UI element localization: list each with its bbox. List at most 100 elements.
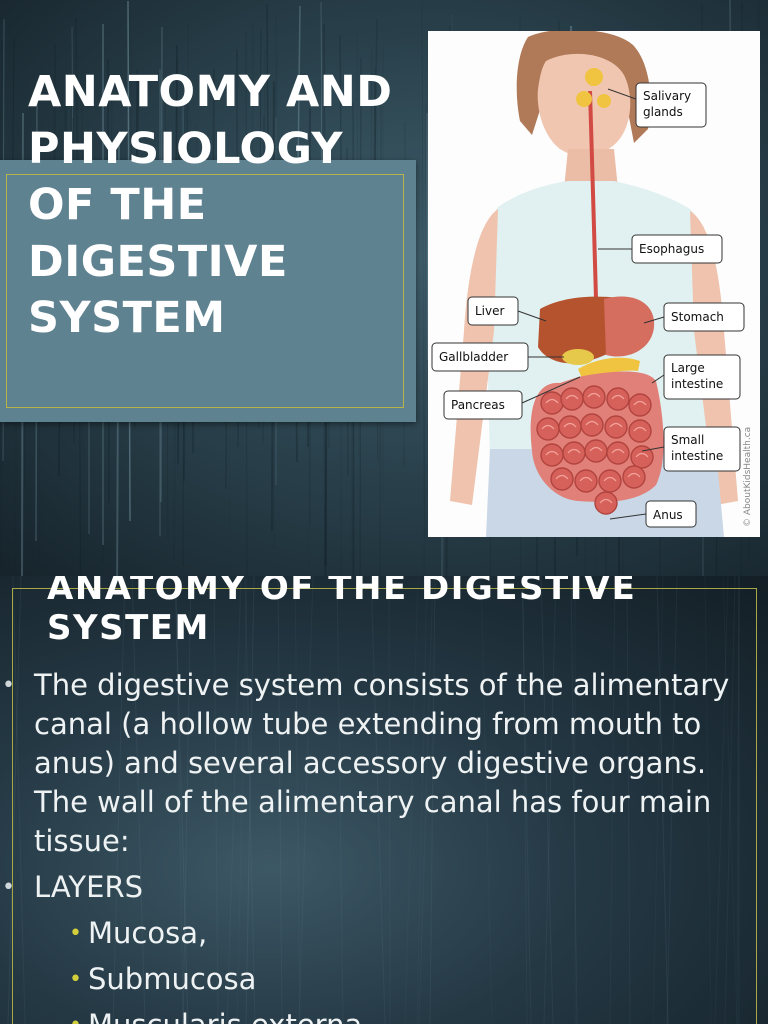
texture-line bbox=[626, 576, 631, 1024]
texture-line bbox=[226, 576, 242, 1024]
texture-line bbox=[704, 576, 712, 1024]
slide-title: ANATOMY AND PHYSIOLOGY OF THE DIGESTIVE … bbox=[28, 67, 393, 343]
texture-line bbox=[570, 576, 578, 1024]
intestine-coil bbox=[582, 385, 606, 409]
texture-line bbox=[404, 576, 419, 1024]
intestine-coil bbox=[574, 469, 598, 493]
texture-line bbox=[277, 576, 283, 1024]
texture-line bbox=[12, 576, 26, 1024]
salivary-glands-label-box bbox=[635, 82, 707, 128]
intestine-highlight bbox=[579, 476, 593, 482]
salivary-glands-pointer bbox=[607, 88, 637, 100]
intestine-highlight bbox=[585, 420, 599, 426]
bullet-marker: • bbox=[69, 967, 82, 992]
intestine-highlight bbox=[633, 426, 647, 432]
texture-line bbox=[236, 576, 248, 1024]
intestine-coil bbox=[598, 469, 622, 493]
intestine-coil bbox=[628, 419, 652, 443]
intestine-coil bbox=[622, 465, 646, 489]
sub-bullet-text: Mucosa, bbox=[88, 916, 208, 950]
intestine-highlight bbox=[587, 392, 601, 398]
intestine-coil bbox=[540, 391, 564, 415]
intestine-highlight bbox=[611, 394, 625, 400]
texture-line bbox=[480, 576, 493, 1024]
intestine-highlight bbox=[633, 400, 647, 406]
gallbladder-label-box bbox=[431, 342, 529, 372]
intestine-highlight bbox=[589, 446, 603, 452]
texture-line bbox=[213, 576, 219, 1024]
intestine-highlight bbox=[563, 422, 577, 428]
texture-line bbox=[429, 576, 436, 1024]
texture-line bbox=[416, 576, 428, 1024]
sub-bullet-text: Muscularis externa bbox=[88, 1008, 362, 1024]
large-intestine-label-box bbox=[663, 354, 741, 400]
bullet-list: •The digestive system consists of the al… bbox=[0, 666, 760, 1024]
intestine-highlight bbox=[567, 448, 581, 454]
intestine-highlight bbox=[541, 424, 555, 430]
background-streak bbox=[423, 102, 427, 576]
intestine-coil bbox=[558, 415, 582, 439]
texture-line bbox=[175, 576, 184, 1024]
texture-line bbox=[388, 576, 391, 1024]
intestine-highlight bbox=[545, 450, 559, 456]
background-texture bbox=[7, 576, 740, 1024]
image-credit: © AboutKidsHealth.ca bbox=[743, 427, 753, 527]
intestine-coil bbox=[594, 491, 618, 515]
sub-bullet-item: •Submucosa bbox=[0, 960, 760, 999]
salivary-gland-2 bbox=[576, 91, 592, 107]
stomach-organ bbox=[604, 296, 655, 357]
gallbladder-label: Gallbladder bbox=[439, 350, 508, 364]
intestine-coil bbox=[628, 393, 652, 417]
bullet-marker: • bbox=[69, 1006, 82, 1024]
anus-label-box bbox=[645, 500, 697, 528]
esophagus-tube bbox=[588, 90, 598, 300]
slide-1: ANATOMY AND PHYSIOLOGY OF THE DIGESTIVE … bbox=[0, 0, 768, 576]
texture-line bbox=[609, 576, 616, 1024]
texture-line bbox=[666, 576, 678, 1024]
intestine-coil bbox=[630, 445, 654, 469]
liver-label: Liver bbox=[475, 304, 505, 318]
intestine-coil bbox=[560, 387, 584, 411]
texture-line bbox=[245, 576, 255, 1024]
intestines bbox=[530, 371, 664, 515]
intestine-coil bbox=[604, 415, 628, 439]
intestine-highlight bbox=[565, 394, 579, 400]
texture-line bbox=[714, 576, 729, 1024]
texture-line bbox=[418, 576, 434, 1024]
texture-line bbox=[540, 576, 554, 1024]
intestine-coil bbox=[584, 439, 608, 463]
texture-line bbox=[182, 576, 192, 1024]
slide-2: ANATOMY OF THE DIGESTIVE SYSTEM •The dig… bbox=[0, 576, 768, 1024]
intestine-coil bbox=[606, 441, 630, 465]
intestine-coil bbox=[536, 417, 560, 441]
texture-line bbox=[298, 576, 314, 1024]
slide-heading: ANATOMY OF THE DIGESTIVE SYSTEM bbox=[47, 576, 637, 648]
title-frame bbox=[6, 174, 404, 408]
texture-line bbox=[521, 576, 532, 1024]
intestine-coil bbox=[540, 443, 564, 467]
intestine-coil bbox=[562, 441, 586, 465]
texture-line bbox=[244, 576, 256, 1024]
liver-label-box bbox=[467, 296, 519, 326]
texture-line bbox=[543, 576, 557, 1024]
liver-pointer bbox=[517, 310, 547, 322]
texture-line bbox=[174, 576, 189, 1024]
anus-label: Anus bbox=[653, 508, 683, 522]
bullet-marker: • bbox=[69, 921, 82, 946]
texture-line bbox=[112, 576, 126, 1024]
background-streak bbox=[421, 2, 425, 503]
title-band bbox=[0, 160, 416, 422]
sub-bullet-item: • Muscularis externa bbox=[0, 1006, 760, 1024]
sub-bullet-item: •Mucosa, bbox=[0, 914, 760, 953]
small-intestine-label-box bbox=[663, 426, 741, 472]
esophagus-label-box bbox=[631, 234, 723, 264]
esophagus-label: Esophagus bbox=[639, 242, 704, 256]
pancreas-pointer bbox=[521, 376, 581, 404]
texture-line bbox=[724, 576, 736, 1024]
texture-line bbox=[131, 576, 146, 1024]
